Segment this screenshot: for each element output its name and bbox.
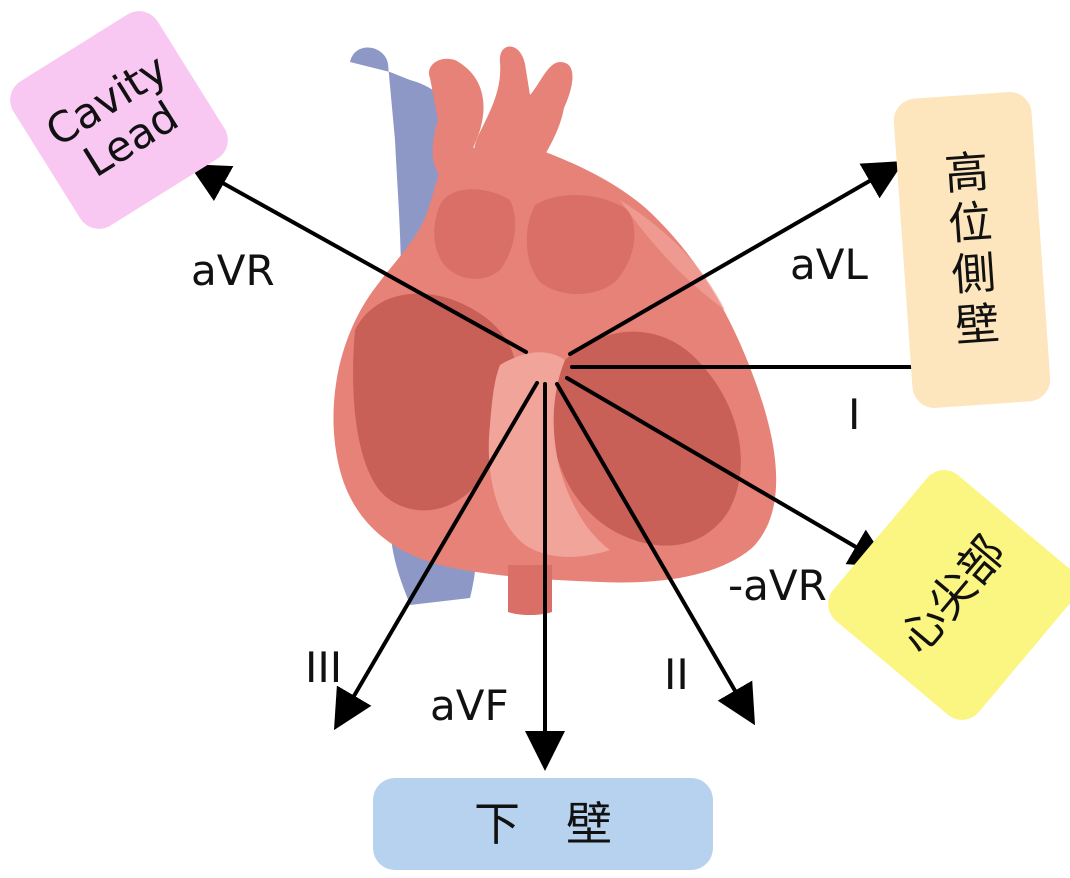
- lead-label-avr: aVR: [191, 250, 275, 292]
- lead-label-ii: II: [664, 654, 689, 696]
- high-lateral-char-1: 高: [943, 148, 990, 202]
- high-lateral-char-2: 位: [947, 198, 994, 252]
- lead-label-i: I: [848, 394, 860, 436]
- inferior-wall-label: 下 壁: [474, 798, 612, 851]
- right-atrium: [434, 189, 515, 279]
- lead-label-neg-avr: -aVR: [728, 565, 827, 607]
- high-lateral-wall-box: 高 位 側 壁: [892, 91, 1051, 410]
- heart-illustration: [333, 47, 776, 616]
- inferior-wall-box: 下 壁: [373, 778, 713, 870]
- lead-label-iii: III: [305, 647, 342, 689]
- lead-label-avl: aVL: [790, 244, 868, 286]
- lead-label-avf: aVF: [430, 685, 509, 727]
- apex-label: 心尖部: [890, 527, 1016, 664]
- high-lateral-char-3: 側: [950, 248, 997, 302]
- high-lateral-char-4: 壁: [954, 299, 1001, 353]
